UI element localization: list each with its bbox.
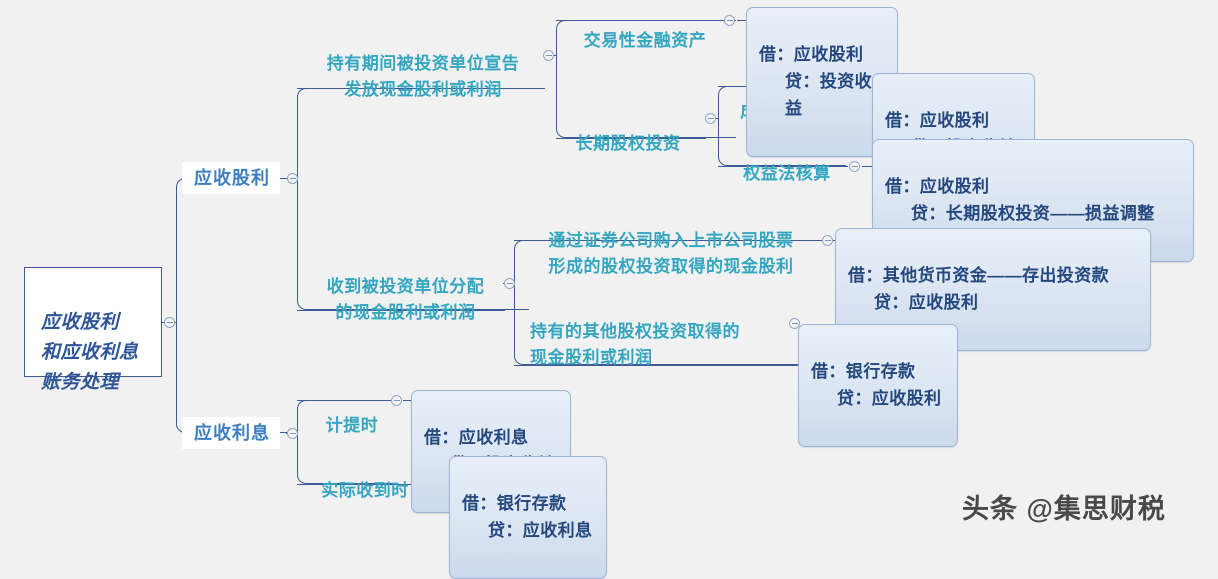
entry-debit: 借：银行存款: [811, 362, 916, 381]
connector-tongguo-to-entry: [826, 240, 840, 241]
connector-jiaoyixing-underline: [556, 20, 724, 21]
root-node[interactable]: 应收股利 和应收利息 账务处理: [24, 267, 162, 393]
connector-quanyifa-to-entry: [862, 166, 874, 167]
connector-quanyifa-underline: [718, 166, 848, 167]
entry-credit: 贷：投资收益: [785, 72, 872, 118]
toggle-tongguo-zhengquan[interactable]: [822, 235, 833, 246]
entry-debit: 借：应收股利: [885, 177, 990, 196]
toggle-quanyifa[interactable]: [849, 161, 860, 172]
toggle-jitishi[interactable]: [391, 395, 402, 406]
watermark: 头条 @集思财税: [962, 487, 1166, 526]
toggle-yingshouguli[interactable]: [287, 173, 298, 184]
connector-shijishoudao-underline: [297, 484, 425, 485]
node-chiyou-qita[interactable]: 持有的其他股权投资取得的 现金股利或利润: [530, 293, 790, 371]
node-jiaoyixing-jinrong-label: 交易性金融资产: [583, 31, 707, 50]
node-jitishi[interactable]: 计提时: [316, 387, 388, 439]
toggle-yingshoulixi[interactable]: [287, 428, 298, 439]
connector-chiyou-underline: [297, 88, 545, 89]
entry-debit: 借：银行存款: [462, 494, 567, 513]
toggle-chiyou-qijian[interactable]: [543, 50, 554, 61]
connector-jitishi-underline: [297, 400, 389, 401]
connector-root-bracket: [176, 178, 288, 433]
entry-credit: 贷：应收股利: [874, 293, 979, 312]
node-shoudao-fenpei[interactable]: 收到被投资单位分配 的现金股利或利润: [308, 248, 503, 326]
node-shijishoudaoshi[interactable]: 实际收到时: [306, 452, 424, 504]
entry-credit: 贷：应收股利: [837, 389, 942, 408]
branch-yingshoulixi-label: 应收利息: [194, 423, 270, 443]
toggle-root[interactable]: [164, 317, 175, 328]
node-quanyifa-label: 权益法核算: [743, 164, 831, 183]
entry-box-chiyou-qita[interactable]: 借：银行存款 贷：应收股利: [798, 324, 958, 447]
connector-chiyouqita-underline: [514, 365, 804, 366]
node-shoudao-fenpei-label: 收到被投资单位分配 的现金股利或利润: [326, 277, 485, 322]
node-chiyou-qita-label: 持有的其他股权投资取得的 现金股利或利润: [530, 322, 740, 367]
toggle-jiaoyixing-jinrong[interactable]: [724, 15, 735, 26]
entry-debit: 借：应收利息: [424, 428, 529, 447]
entry-debit: 借：其他货币资金——存出投资款: [848, 266, 1109, 285]
watermark-text: 头条 @集思财税: [962, 494, 1166, 524]
node-chiyou-qijian[interactable]: 持有期间被投资单位宣告 发放现金股利或利润: [303, 25, 543, 103]
connector-jiaoyixing-to-entry: [737, 20, 747, 21]
node-quanyifa[interactable]: 权益法核算: [728, 135, 846, 187]
connector-tongguo-underline: [514, 240, 822, 241]
connector-shoudao-underline: [297, 310, 505, 311]
node-chiyou-qijian-label: 持有期间被投资单位宣告 发放现金股利或利润: [326, 54, 520, 99]
entry-debit: 借：应收股利: [885, 111, 990, 130]
entry-debit: 借：应收股利: [759, 45, 864, 64]
entry-box-shijishoudaoshi[interactable]: 借：银行存款 贷：应收利息: [449, 456, 607, 579]
node-jitishi-label: 计提时: [325, 416, 379, 435]
toggle-chiyou-qita[interactable]: [789, 318, 800, 329]
node-tongguo-zhengquan[interactable]: 通过证券公司购入上市公司股票 形成的股权投资取得的现金股利: [522, 202, 820, 280]
root-node-label: 应收股利 和应收利息 账务处理: [41, 312, 139, 393]
branch-yingshouguli[interactable]: 应收股利: [182, 162, 280, 194]
connector-jitishi-to-entry: [403, 400, 413, 401]
node-tongguo-zhengquan-label: 通过证券公司购入上市公司股票 形成的股权投资取得的现金股利: [548, 231, 794, 276]
entry-credit: 贷：长期股权投资——损益调整: [911, 204, 1155, 223]
node-jiaoyixing-jinrong[interactable]: 交易性金融资产: [570, 2, 720, 54]
branch-yingshouguli-label: 应收股利: [194, 168, 270, 188]
node-shijishoudaoshi-label: 实际收到时: [321, 481, 409, 500]
connector-changqi-underline: [556, 138, 706, 139]
node-changqi-guquan-label: 长期股权投资: [575, 134, 681, 153]
mindmap-canvas: 应收股利 和应收利息 账务处理 应收股利 应收利息 持有期间被投资单位宣告 发放…: [24, 2, 1194, 579]
toggle-shoudao-fenpei[interactable]: [504, 278, 515, 289]
branch-yingshoulixi[interactable]: 应收利息: [182, 417, 280, 449]
toggle-changqi-guquan[interactable]: [705, 113, 716, 124]
entry-credit: 贷：应收利息: [488, 521, 593, 540]
node-changqi-guquan[interactable]: 长期股权投资: [553, 105, 703, 157]
